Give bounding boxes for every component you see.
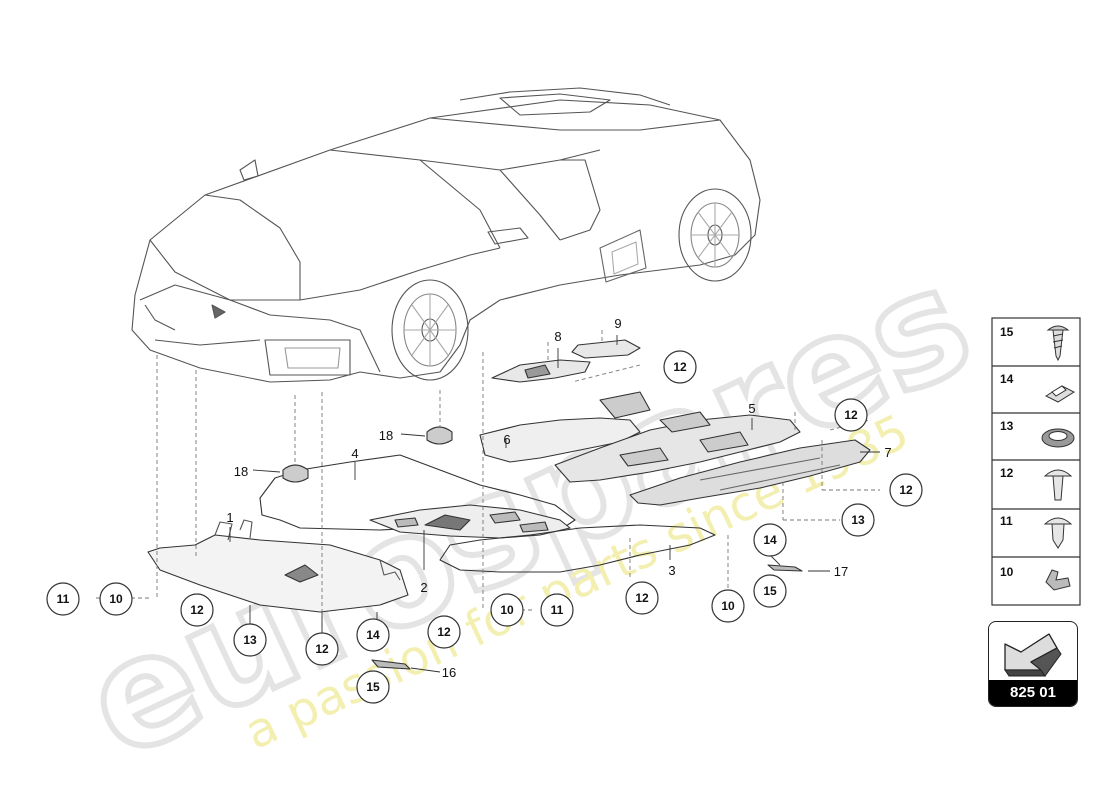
callout-16: 16	[442, 665, 456, 680]
grommet-icon	[1041, 428, 1075, 448]
callout-6: 6	[503, 432, 510, 447]
legend-row: 15	[1000, 325, 1070, 362]
reference-badge: 825 01	[988, 621, 1078, 707]
circle-callout-label: 15	[763, 584, 777, 598]
circle-callout: 12	[625, 581, 659, 615]
bracket-clip-icon	[1045, 569, 1071, 591]
legend-row-label: 14	[1000, 372, 1014, 386]
screw-icon	[1046, 325, 1070, 362]
circle-callout: 15	[356, 670, 390, 704]
legend-row: 13	[1000, 419, 1075, 448]
callout-18-right: 18	[379, 428, 393, 443]
callout-2: 2	[420, 580, 427, 595]
legend-row-label: 15	[1000, 325, 1014, 339]
circle-callout-label: 12	[635, 591, 649, 605]
callout-3: 3	[668, 563, 675, 578]
circle-callout: 13	[841, 503, 875, 537]
part-16-seal-strip	[371, 659, 411, 670]
solid-leaders	[229, 335, 880, 673]
circled-callouts: 11 10 12 13 12 14 15 12 10 11 12 10 14 1…	[46, 350, 923, 704]
plain-callouts: 1 2 3 4 5 6 7 8 9 16 17 18 18	[226, 316, 891, 680]
circle-callout: 12	[427, 615, 461, 649]
circle-callout-label: 14	[763, 533, 777, 547]
underbody-panels	[147, 339, 871, 670]
panel-9-cover-plate	[571, 339, 641, 359]
circle-callout: 11	[540, 593, 574, 627]
panel-3-rear-floor	[439, 524, 716, 573]
circle-callout: 12	[834, 398, 868, 432]
circle-callout-label: 10	[721, 599, 735, 613]
callout-5: 5	[748, 401, 755, 416]
circle-callout-label: 12	[437, 625, 451, 639]
part-18-grommet-right	[426, 426, 453, 445]
circle-callout: 10	[711, 589, 745, 623]
circle-callout-label: 15	[366, 680, 380, 694]
callout-7: 7	[884, 445, 891, 460]
callout-8: 8	[554, 329, 561, 344]
circle-callout: 10	[490, 593, 524, 627]
callout-18-left: 18	[234, 464, 248, 479]
callout-4: 4	[351, 446, 358, 461]
circle-callout: 11	[46, 582, 80, 616]
legend-row: 11	[1000, 514, 1073, 549]
circle-callout-label: 11	[551, 603, 564, 617]
legend-row-label: 12	[1000, 466, 1014, 480]
legend-row: 12	[1000, 466, 1073, 501]
circle-callout-label: 12	[190, 603, 204, 617]
push-rivet-icon	[1043, 469, 1073, 501]
callout-9: 9	[614, 316, 621, 331]
fastener-legend: 15 14 13 12	[991, 317, 1081, 606]
legend-row-label: 11	[1000, 514, 1013, 528]
circle-callout: 13	[233, 623, 267, 657]
clip-nut-icon	[1044, 385, 1076, 403]
circle-callout-label: 12	[673, 360, 687, 374]
circle-callout: 12	[180, 593, 214, 627]
circle-callout-label: 12	[315, 642, 329, 656]
circle-callout-label: 13	[851, 513, 865, 527]
panel-7-side-rail	[629, 439, 871, 506]
part-18-grommet-left	[282, 464, 309, 483]
callout-1: 1	[226, 510, 233, 525]
push-rivet-icon	[1043, 517, 1073, 549]
circle-callout-label: 11	[57, 592, 70, 606]
car-illustration	[131, 87, 761, 383]
circle-callout: 12	[305, 632, 339, 666]
circle-callout-label: 14	[366, 628, 380, 642]
legend-row: 14	[1000, 372, 1076, 403]
circle-callout: 15	[753, 574, 787, 608]
circle-callout: 14	[753, 523, 787, 557]
legend-row: 10	[1000, 565, 1071, 591]
panel-2-center-tunnel	[369, 504, 571, 539]
legend-row-label: 13	[1000, 419, 1014, 433]
circle-callout-label: 12	[899, 483, 913, 497]
circle-callout: 10	[99, 582, 133, 616]
part-17-seal-strip	[767, 564, 803, 572]
direction-arrow-icon	[1004, 633, 1062, 677]
panel-1-front-undertray	[147, 534, 409, 613]
circle-callout-label: 13	[243, 633, 257, 647]
circle-callout: 12	[889, 473, 923, 507]
circle-callout: 12	[663, 350, 697, 384]
circle-callout: 14	[356, 618, 390, 652]
circle-callout-label: 10	[109, 592, 123, 606]
circle-callout-label: 10	[500, 603, 514, 617]
panel-4-floor-panel	[259, 454, 576, 536]
callout-17: 17	[834, 564, 848, 579]
reference-number: 825 01	[989, 680, 1077, 706]
legend-row-label: 10	[1000, 565, 1014, 579]
circle-callout-label: 12	[844, 408, 858, 422]
